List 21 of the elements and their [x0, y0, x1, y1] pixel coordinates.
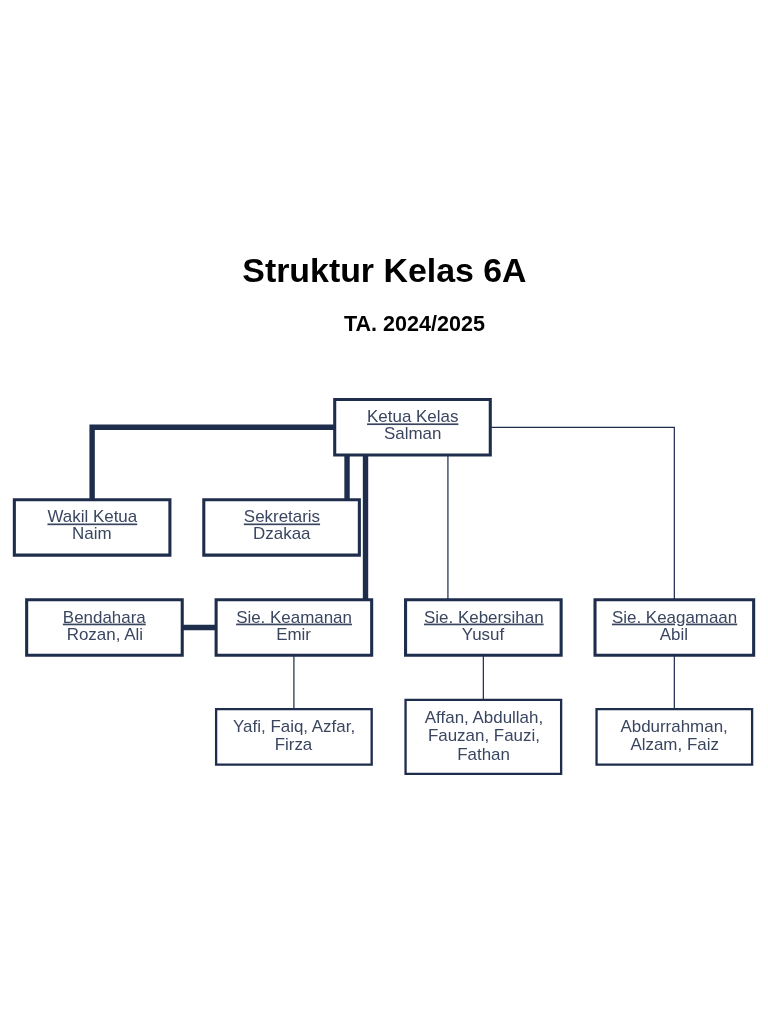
diagram-title: Struktur Kelas 6A: [242, 250, 527, 289]
connector: [344, 455, 350, 500]
node-box: Sie. Kebersihan Yusuf: [404, 598, 563, 657]
connector: [489, 426, 675, 601]
node-box: Bendahara Rozan, Ali: [25, 598, 184, 657]
node-box: Sekretaris Dzakaa: [202, 498, 361, 557]
connector: [447, 454, 449, 600]
label: TA. 2024/2025: [343, 311, 485, 337]
node-box: Affan, Abdullah, Fauzan, Fauzi, Fathan: [404, 698, 563, 775]
node-box: Ketua Kelas Salman: [333, 398, 492, 457]
connector: [293, 655, 295, 710]
node-box: Yafi, Faiq, Azfar, Firza: [214, 708, 373, 766]
connector: [673, 655, 675, 710]
connector: [482, 655, 484, 701]
connector: [182, 624, 216, 631]
connector: [89, 424, 335, 500]
node-box: Wakil Ketua Naim: [12, 498, 172, 557]
connector: [362, 455, 369, 600]
node-box: Sie. Keagamaan Abil: [593, 598, 756, 657]
node-box: Sie. Keamanan Emir: [214, 598, 374, 657]
node-box: Abdurrahman, Alzam, Faiz: [595, 708, 754, 766]
